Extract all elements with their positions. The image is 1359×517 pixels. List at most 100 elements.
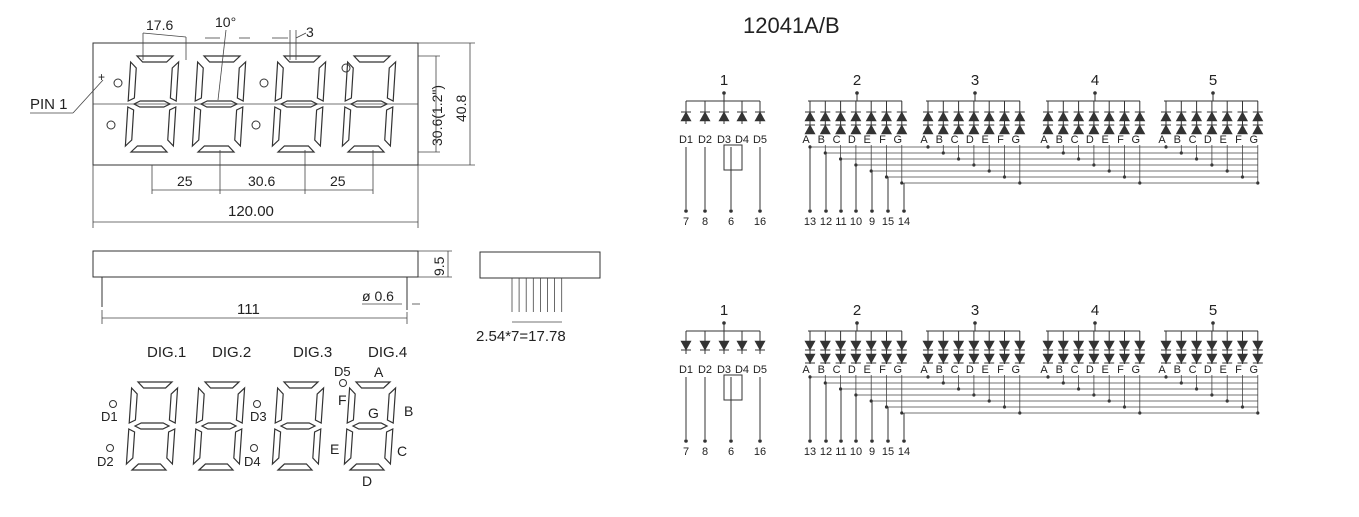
dp-label: D3	[717, 134, 731, 146]
dp-label: D1	[679, 364, 693, 376]
group-label-4: 4	[1091, 72, 1099, 89]
pin-number: 15	[882, 446, 894, 458]
diode-icon	[998, 111, 1011, 122]
seg-letter: D	[966, 134, 974, 146]
diode-icon	[1014, 111, 1026, 122]
pitch-dim: 2.54*7=17.78	[476, 328, 566, 345]
pin-node	[839, 209, 843, 213]
diode-icon	[865, 124, 877, 135]
diode-icon	[804, 124, 816, 135]
seg-letter: D	[1086, 134, 1094, 146]
diode-icon	[1118, 111, 1131, 122]
diode-icon	[953, 353, 965, 364]
seg-letter: E	[1220, 364, 1227, 376]
diode-icon	[1191, 111, 1203, 122]
group-label-1: 1	[720, 72, 728, 89]
diode-icon	[1088, 111, 1100, 122]
segment-diagram: DIG.1 DIG.2 DIG.3 DIG.4 D1 D2 D3 D4 D5 A…	[97, 344, 413, 489]
segment-a	[282, 55, 322, 63]
d3-dot	[253, 400, 261, 408]
seg-letter: C	[951, 134, 959, 146]
diode-icon	[754, 340, 766, 351]
pin-number: 6	[728, 216, 734, 228]
segment-f	[344, 60, 354, 102]
diode-icon	[968, 111, 980, 122]
dim-40-8: 40.8	[453, 95, 469, 122]
diode-icon	[1014, 124, 1026, 135]
diode-icon	[1042, 111, 1054, 122]
diode-icon	[680, 111, 692, 122]
seg-letter: B	[1056, 364, 1063, 376]
diode-icon	[998, 353, 1011, 364]
seg-digit-4	[343, 381, 397, 471]
dim-17-6-line	[142, 32, 187, 38]
pin-node	[839, 439, 843, 443]
seg-g-label: G	[368, 405, 379, 421]
segment-g	[133, 422, 171, 430]
front-digit-2	[191, 55, 247, 153]
seg-letter: C	[1189, 134, 1197, 146]
diode-icon	[998, 340, 1011, 351]
pin-node	[886, 439, 890, 443]
segment-c	[233, 428, 243, 466]
pin-node	[758, 439, 762, 443]
diode-icon	[699, 340, 711, 351]
diode-icon	[1206, 124, 1218, 135]
diode-icon	[1191, 340, 1203, 351]
diode-icon	[922, 340, 934, 351]
segment-c	[234, 106, 244, 148]
junction	[900, 181, 904, 185]
seg-letter: G	[1012, 134, 1021, 146]
pin-number: 14	[898, 446, 910, 458]
segment-a	[202, 55, 242, 63]
group-label-2: 2	[853, 302, 861, 319]
seg-d-label: D	[362, 473, 372, 489]
segment-g	[351, 422, 389, 430]
diode-icon	[850, 124, 862, 135]
diode-icon	[819, 340, 831, 351]
group-label-5: 5	[1209, 302, 1217, 319]
pin-node	[902, 209, 906, 213]
pin-node	[758, 209, 762, 213]
segment-b	[235, 386, 246, 424]
segment-d	[276, 145, 316, 153]
dp-label: D4	[735, 134, 749, 146]
segment-f	[195, 386, 205, 424]
diode-icon	[804, 340, 816, 351]
dig1-label: DIG.1	[147, 344, 186, 361]
diode-icon	[1221, 111, 1233, 122]
dp-label: D5	[753, 134, 767, 146]
seg-letter: A	[1158, 364, 1166, 376]
seg-letter: A	[1158, 134, 1166, 146]
segment-a	[135, 55, 175, 63]
front-digit-4	[341, 55, 397, 153]
seg-letter: E	[1220, 134, 1227, 146]
seg-letter: E	[982, 134, 989, 146]
seg-digit-3	[271, 381, 325, 471]
diode-icon	[1252, 124, 1264, 135]
diode-icon	[1134, 353, 1146, 364]
diode-icon	[1103, 340, 1115, 351]
pin-node	[902, 439, 906, 443]
segment-d	[346, 145, 386, 153]
seg-letter: C	[951, 364, 959, 376]
pin-number: 11	[835, 216, 846, 228]
group-label-5: 5	[1209, 72, 1217, 89]
dim-3: 3	[306, 24, 314, 40]
pin1-label: PIN 1	[30, 96, 68, 113]
diode-icon	[835, 124, 847, 135]
d3-label: D3	[250, 409, 267, 424]
diode-icon	[1160, 353, 1172, 364]
part-number-title: 12041A/B	[743, 13, 840, 38]
diode-icon	[1206, 353, 1218, 364]
group-label-3: 3	[971, 302, 979, 319]
seg-letter: F	[1117, 364, 1124, 376]
segment-b	[316, 60, 327, 102]
seg-letter: E	[864, 364, 871, 376]
diode-icon	[1057, 340, 1069, 351]
diode-icon	[736, 340, 748, 351]
